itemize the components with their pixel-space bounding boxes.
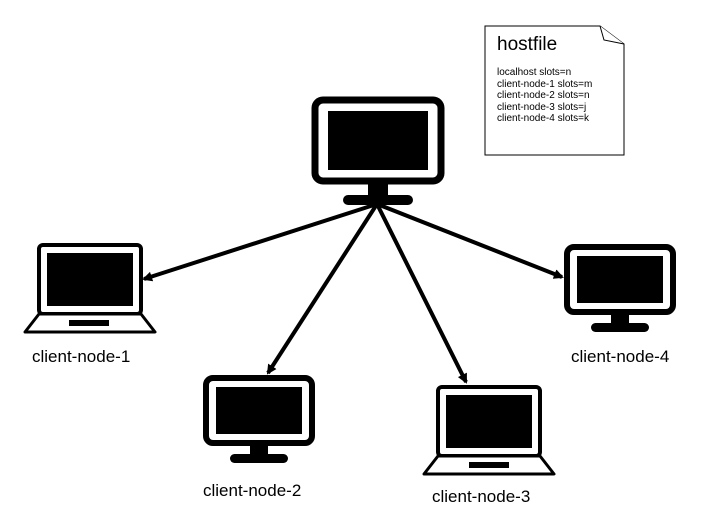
server-node (311, 96, 445, 205)
hostfile-line: client-node-4 slots=k (497, 113, 589, 124)
hostfile-lines: localhost slots=n client-node-1 slots=m … (497, 67, 592, 125)
client-node-2 (203, 375, 315, 463)
client-node-3-label: client-node-3 (432, 487, 531, 506)
client-node-2-label: client-node-2 (203, 481, 302, 500)
hostfile-document (484, 25, 625, 156)
hostfile-line: client-node-2 slots=n (497, 90, 590, 101)
client-node-4 (564, 244, 676, 332)
hostfile-line: client-node-3 slots=j (497, 101, 587, 113)
client-node-3 (422, 385, 556, 476)
edge-server-client2 (266, 202, 379, 375)
desktop-monitor-icon (564, 244, 676, 332)
edge-server-client3 (375, 203, 468, 384)
client-node-1 (23, 243, 157, 334)
hostfile-line: localhost slots=n (497, 67, 572, 78)
desktop-monitor-icon (311, 96, 445, 205)
client-node-1-label: client-node-1 (32, 347, 131, 366)
edge-server-client1 (142, 202, 378, 282)
client-node-4-label: client-node-4 (571, 347, 670, 366)
hostfile-title: hostfile (497, 34, 558, 55)
desktop-monitor-icon (203, 375, 315, 463)
laptop-icon (422, 385, 556, 476)
laptop-icon (23, 243, 157, 334)
hostfile-line: client-node-1 slots=m (497, 78, 593, 90)
edges (142, 202, 564, 384)
document-icon (484, 25, 625, 156)
edge-server-client4 (376, 202, 564, 279)
